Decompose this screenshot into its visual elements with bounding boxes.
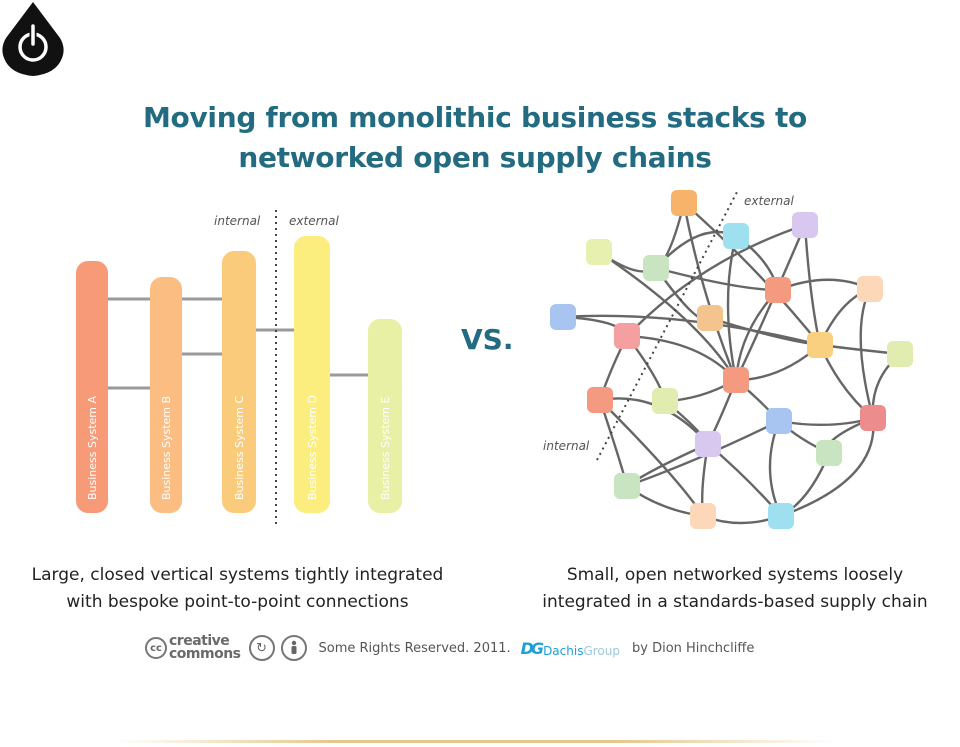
- right-caption-line-1: Small, open networked systems loosely: [566, 565, 904, 585]
- system-a: Business System A: [76, 261, 108, 513]
- external-label: external: [289, 214, 339, 228]
- right-caption: Small, open networked systems loosely in…: [510, 562, 960, 616]
- network-links: [562, 202, 901, 525]
- network-node: [857, 276, 883, 302]
- network-node: [671, 190, 697, 216]
- cc-word-commons: commons: [169, 646, 241, 662]
- network-node: [723, 223, 749, 249]
- title-line-1: Moving from monolithic business stacks t…: [142, 101, 807, 134]
- cc-icon: cc: [145, 637, 167, 659]
- rights-text: Some Rights Reserved. 2011.: [318, 640, 511, 656]
- power-drop-icon[interactable]: [0, 0, 66, 78]
- system-b-bar: [150, 277, 182, 513]
- network-node: [614, 323, 640, 349]
- network-node: [697, 305, 723, 331]
- system-b: Business System B: [150, 277, 182, 513]
- system-b-label: Business System B: [160, 396, 173, 500]
- network-node: [792, 212, 818, 238]
- network-external-label: external: [744, 194, 794, 208]
- network-node: [860, 405, 886, 431]
- business-stacks-diagram: internal external Business System A Busi…: [76, 210, 402, 524]
- attribution-icon: [280, 635, 307, 661]
- network-node: [550, 304, 576, 330]
- network-node: [652, 388, 678, 414]
- network-node: [723, 367, 749, 393]
- system-c-label: Business System C: [233, 395, 246, 500]
- system-d-label: Business System D: [306, 395, 319, 500]
- network-diagram: external internal: [543, 190, 913, 529]
- share-alike-icon: ↻: [248, 635, 275, 661]
- creative-commons-logo[interactable]: cc creative commons: [145, 633, 241, 662]
- title-line-2: networked open supply chains: [238, 141, 712, 174]
- system-a-label: Business System A: [86, 395, 99, 500]
- system-c: Business System C: [222, 251, 256, 513]
- system-a-bar: [76, 261, 108, 513]
- network-node: [768, 503, 794, 529]
- network-node: [695, 431, 721, 457]
- left-caption-line-2: with bespoke point-to-point connections: [66, 592, 409, 612]
- network-node: [614, 473, 640, 499]
- system-e: Business System E: [368, 319, 402, 513]
- internal-label: internal: [214, 214, 261, 228]
- network-node: [643, 255, 669, 281]
- cc-word-creative: creative: [169, 633, 230, 649]
- system-e-bar: [368, 319, 402, 513]
- network-node: [766, 408, 792, 434]
- network-boundary: [596, 191, 738, 461]
- right-caption-line-2: integrated in a standards-based supply c…: [542, 592, 928, 612]
- network-node: [887, 341, 913, 367]
- dg-mark: DG: [520, 638, 544, 658]
- system-d: Business System D: [294, 236, 330, 513]
- network-node: [765, 277, 791, 303]
- system-c-bar: [222, 251, 256, 513]
- slide-title: Moving from monolithic business stacks t…: [0, 98, 950, 178]
- footer: cc creative commons ↻ Some Rights Reserv…: [145, 630, 825, 666]
- network-node: [816, 440, 842, 466]
- network-nodes: [550, 190, 913, 529]
- network-node: [807, 332, 833, 358]
- dachis-group-logo[interactable]: DG DachisGroup: [521, 639, 620, 658]
- system-e-label: Business System E: [379, 396, 392, 500]
- network-node: [587, 387, 613, 413]
- dg-name-dachis: Dachis: [543, 643, 584, 658]
- system-d-bar: [294, 236, 330, 513]
- dg-name-group: Group: [583, 643, 620, 658]
- author-credit: by Dion Hinchcliffe: [632, 640, 755, 656]
- vs-label: VS.: [461, 323, 514, 356]
- network-node: [690, 503, 716, 529]
- network-node: [586, 239, 612, 265]
- bottom-accent-bar: [115, 740, 835, 743]
- left-caption-line-1: Large, closed vertical systems tightly i…: [31, 565, 444, 585]
- network-internal-label: internal: [543, 439, 590, 453]
- left-caption: Large, closed vertical systems tightly i…: [5, 562, 470, 616]
